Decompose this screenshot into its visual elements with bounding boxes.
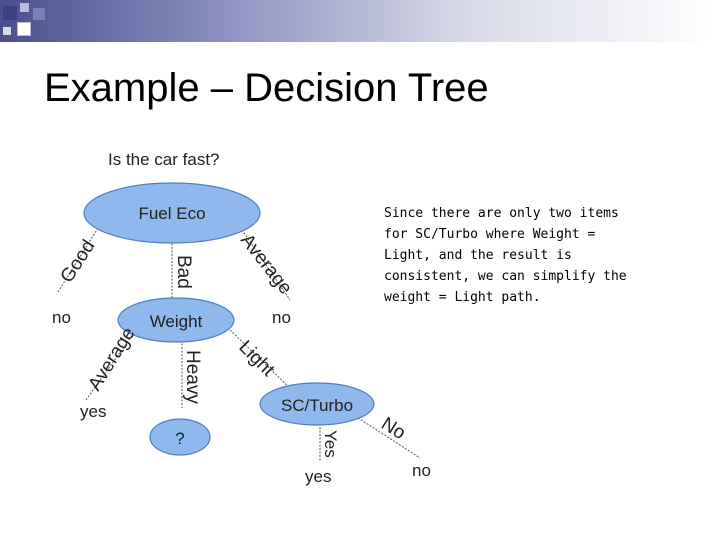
node-unknown: ? [149, 418, 211, 456]
node-unknown-shape [149, 418, 211, 456]
node-fuel-eco-label: Fuel Eco [138, 204, 205, 223]
node-fuel-eco-shape [83, 182, 261, 244]
leaf-weight-average-yes: yes [80, 402, 106, 421]
decorative-squares [0, 0, 60, 60]
edge-label-bad: Bad [173, 255, 194, 289]
node-weight-shape [117, 297, 235, 343]
leaf-average-no: no [272, 308, 291, 327]
edge-label-light: Light [234, 337, 278, 381]
edge-light [229, 329, 293, 391]
explanation-note: Since there are only two items for SC/Tu… [384, 206, 627, 305]
edge-no-turbo [351, 413, 421, 459]
edge-label-yes-turbo: Yes [321, 430, 340, 458]
edge-label-average-weight: Average [84, 324, 139, 395]
edge-label-good: Good [57, 236, 100, 286]
slide-title: Example – Decision Tree [44, 66, 489, 110]
node-weight-label: Weight [150, 312, 203, 331]
edge-label-average-fuel: Average [236, 230, 296, 298]
node-sc-turbo-shape [259, 382, 375, 426]
leaf-turbo-no: no [412, 461, 431, 480]
root-question: Is the car fast? [108, 150, 220, 169]
edge-average-weight [85, 329, 137, 401]
node-unknown-label: ? [175, 429, 184, 448]
node-fuel-eco: Fuel Eco [83, 182, 261, 244]
header-gradient-bar [0, 0, 720, 42]
edge-label-no-turbo: No [377, 413, 409, 444]
leaf-good-no: no [52, 308, 71, 327]
edge-average-fuel [237, 223, 291, 301]
node-weight: Weight [117, 297, 235, 343]
leaf-turbo-yes: yes [305, 467, 331, 486]
node-sc-turbo-label: SC/Turbo [281, 396, 353, 415]
edge-label-heavy: Heavy [182, 350, 203, 404]
tree-edges [57, 223, 421, 462]
node-sc-turbo: SC/Turbo [259, 382, 375, 426]
